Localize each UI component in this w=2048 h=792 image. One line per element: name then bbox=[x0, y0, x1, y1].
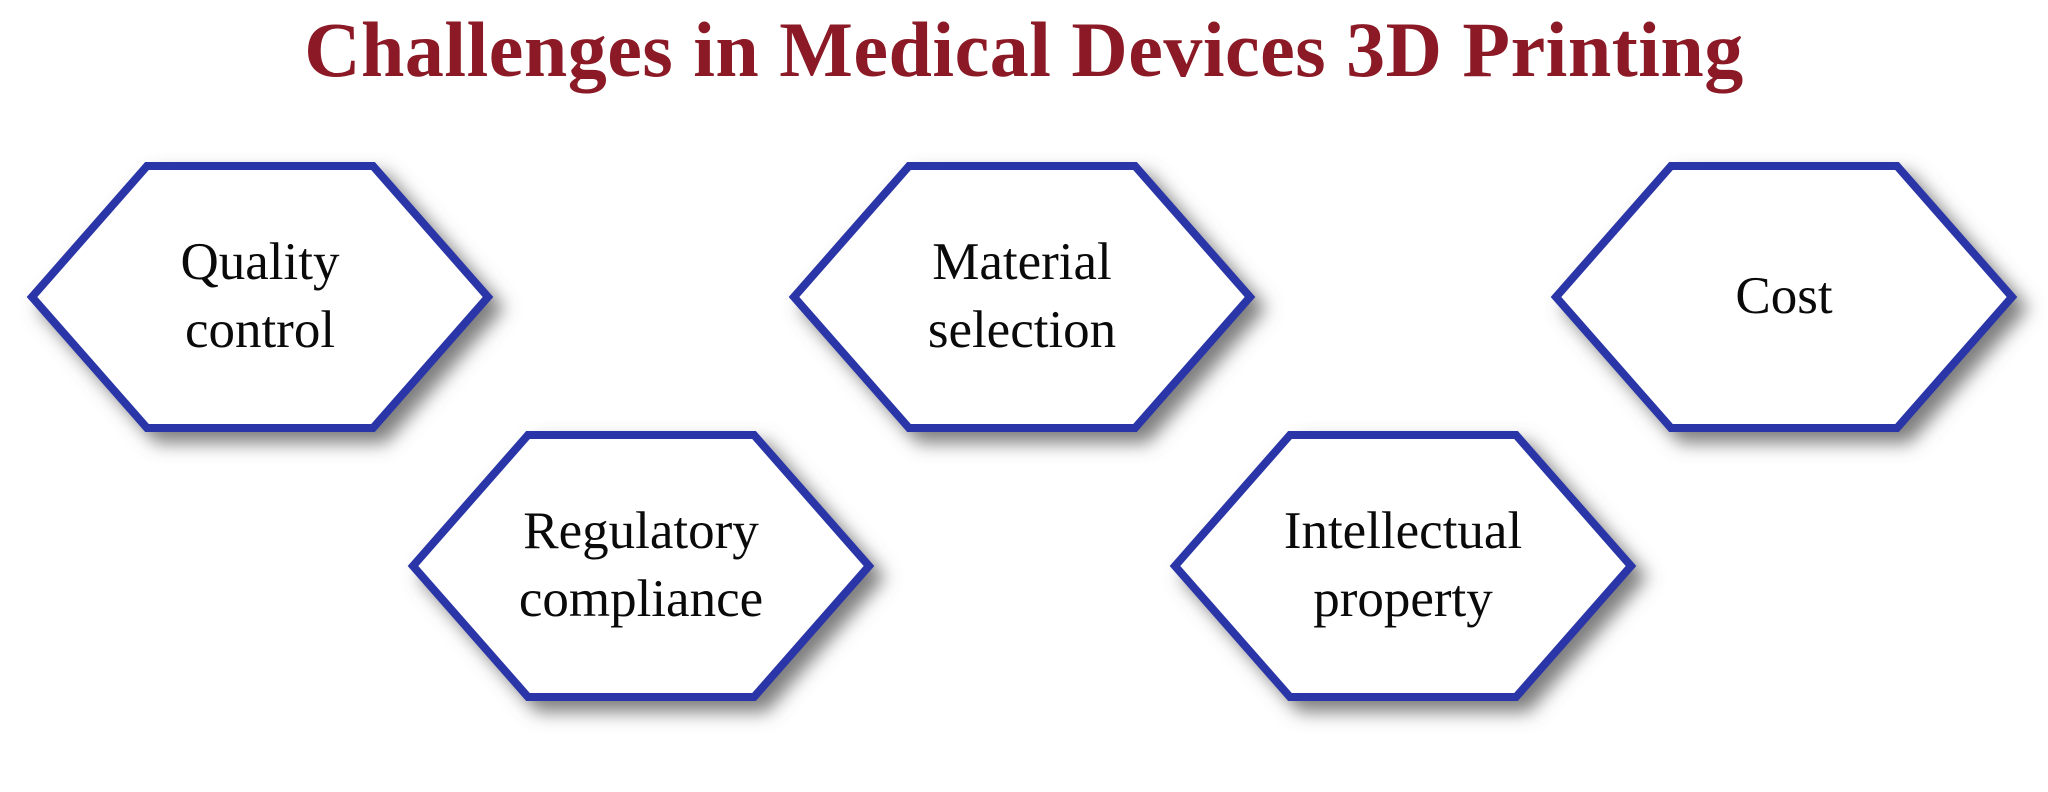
hexagon-label-line: Intellectual bbox=[1284, 502, 1522, 560]
hexagon-label-line: Regulatory bbox=[523, 502, 759, 560]
hexagon-label-line: Material bbox=[932, 233, 1112, 291]
hexagon-node-cost[interactable]: Cost bbox=[1550, 162, 2018, 432]
hexagon-shape bbox=[1169, 431, 1637, 701]
hexagon-label-line: Cost bbox=[1735, 267, 1832, 325]
hexagon-node-material-selection[interactable]: Material selection bbox=[788, 162, 1256, 432]
hexagon-shape bbox=[407, 431, 875, 701]
hexagon-node-regulatory-compliance[interactable]: Regulatory compliance bbox=[407, 431, 875, 701]
hexagon-node-intellectual-property[interactable]: Intellectual property bbox=[1169, 431, 1637, 701]
hexagon-label-line: Quality bbox=[181, 233, 340, 291]
hexagon-shape bbox=[26, 162, 494, 432]
hexagon-shape bbox=[1550, 162, 2018, 432]
hexagon-label-line: control bbox=[185, 301, 335, 359]
hexagon-shape bbox=[788, 162, 1256, 432]
hexagon-node-quality-control[interactable]: Quality control bbox=[26, 162, 494, 432]
hexagon-label-line: selection bbox=[928, 301, 1116, 359]
hexagon-label-line: property bbox=[1313, 570, 1493, 628]
hexagon-label-line: compliance bbox=[519, 570, 763, 628]
page-title: Challenges in Medical Devices 3D Printin… bbox=[304, 6, 1744, 93]
